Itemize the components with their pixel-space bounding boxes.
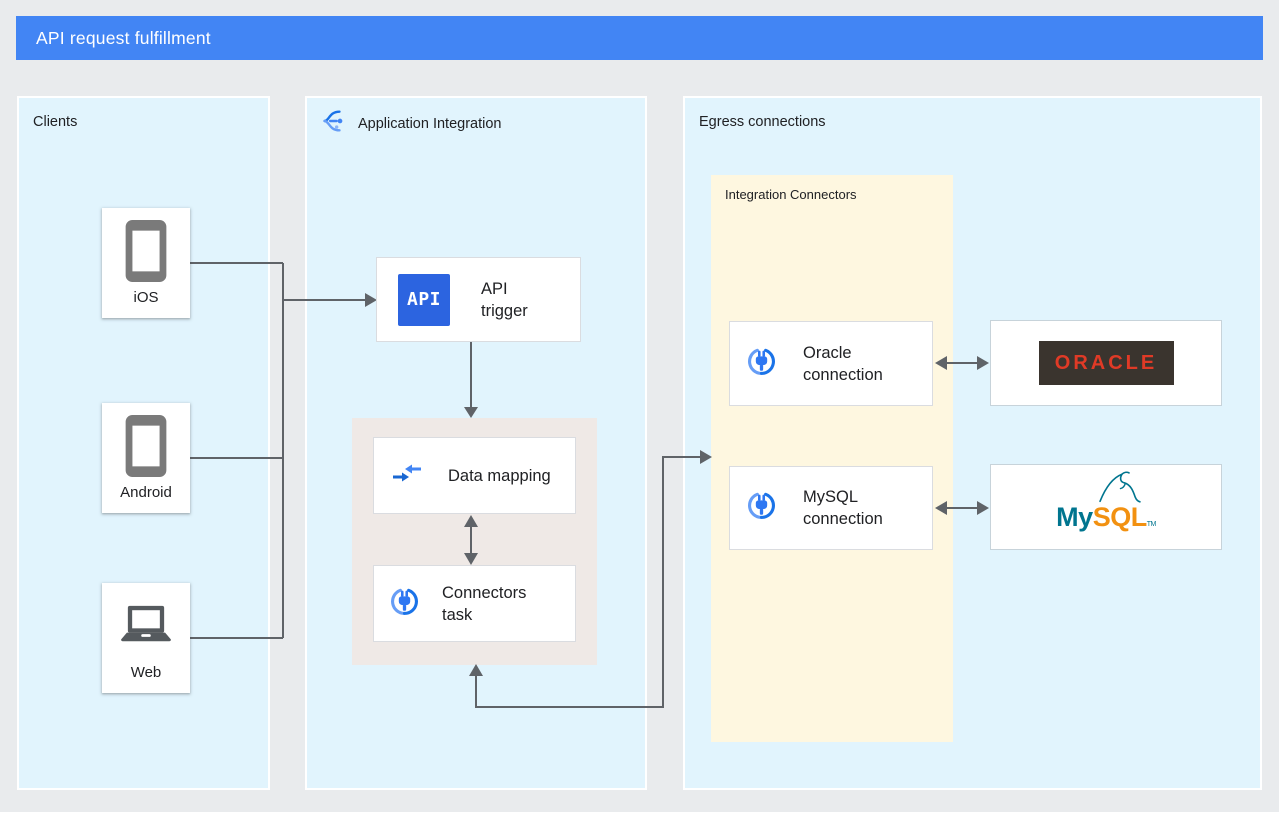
client-web-label: Web <box>130 664 162 681</box>
api-trigger-node[interactable]: API API trigger <box>376 257 581 342</box>
oracle-connection-node[interactable]: Oracle connection <box>729 321 933 406</box>
connectors-icon <box>389 586 420 622</box>
application-integration-header: Application Integration <box>318 107 502 140</box>
connectors-task-label: Connectors task <box>442 583 527 624</box>
mysql-logo: MySQLTM <box>1056 501 1156 532</box>
panel-application-integration-title: Application Integration <box>358 115 502 132</box>
client-ios-node[interactable]: iOS <box>102 208 190 318</box>
application-integration-icon <box>318 107 346 140</box>
integration-connectors-title: Integration Connectors <box>725 187 857 202</box>
oracle-connection-label: Oracle connection <box>803 343 883 384</box>
diagram-title: API request fulfillment <box>36 27 211 48</box>
laptop-icon <box>118 604 174 651</box>
api-trigger-label: API trigger <box>481 279 528 320</box>
connectors-icon <box>746 490 777 526</box>
oracle-logo: ORACLE <box>1038 341 1174 385</box>
panel-clients-title: Clients <box>33 114 78 130</box>
integration-connectors-group: Integration Connectors <box>711 175 953 742</box>
panel-egress-title: Egress connections <box>699 114 826 130</box>
client-android-node[interactable]: Android <box>102 403 190 513</box>
data-mapping-node[interactable]: Data mapping <box>373 437 576 514</box>
client-android-label: Android <box>120 484 172 501</box>
title-bar: API request fulfillment <box>16 16 1263 60</box>
api-trigger-icon: API <box>398 273 450 326</box>
bottom-strip <box>0 812 1279 820</box>
client-web-node[interactable]: Web <box>102 583 190 693</box>
mysql-connection-node[interactable]: MySQL connection <box>729 466 933 550</box>
mysql-database-node[interactable]: MySQLTM <box>990 464 1222 550</box>
smartphone-icon <box>124 414 168 483</box>
connectors-task-node[interactable]: Connectors task <box>373 565 576 642</box>
smartphone-icon <box>124 219 168 288</box>
mysql-dolphin-icon <box>1095 470 1145 513</box>
oracle-database-node[interactable]: ORACLE <box>990 320 1222 406</box>
connectors-icon <box>746 346 777 382</box>
data-mapping-label: Data mapping <box>448 466 551 485</box>
mysql-connection-label: MySQL connection <box>803 488 883 528</box>
data-mapping-icon <box>390 460 424 491</box>
client-ios-label: iOS <box>133 289 159 306</box>
